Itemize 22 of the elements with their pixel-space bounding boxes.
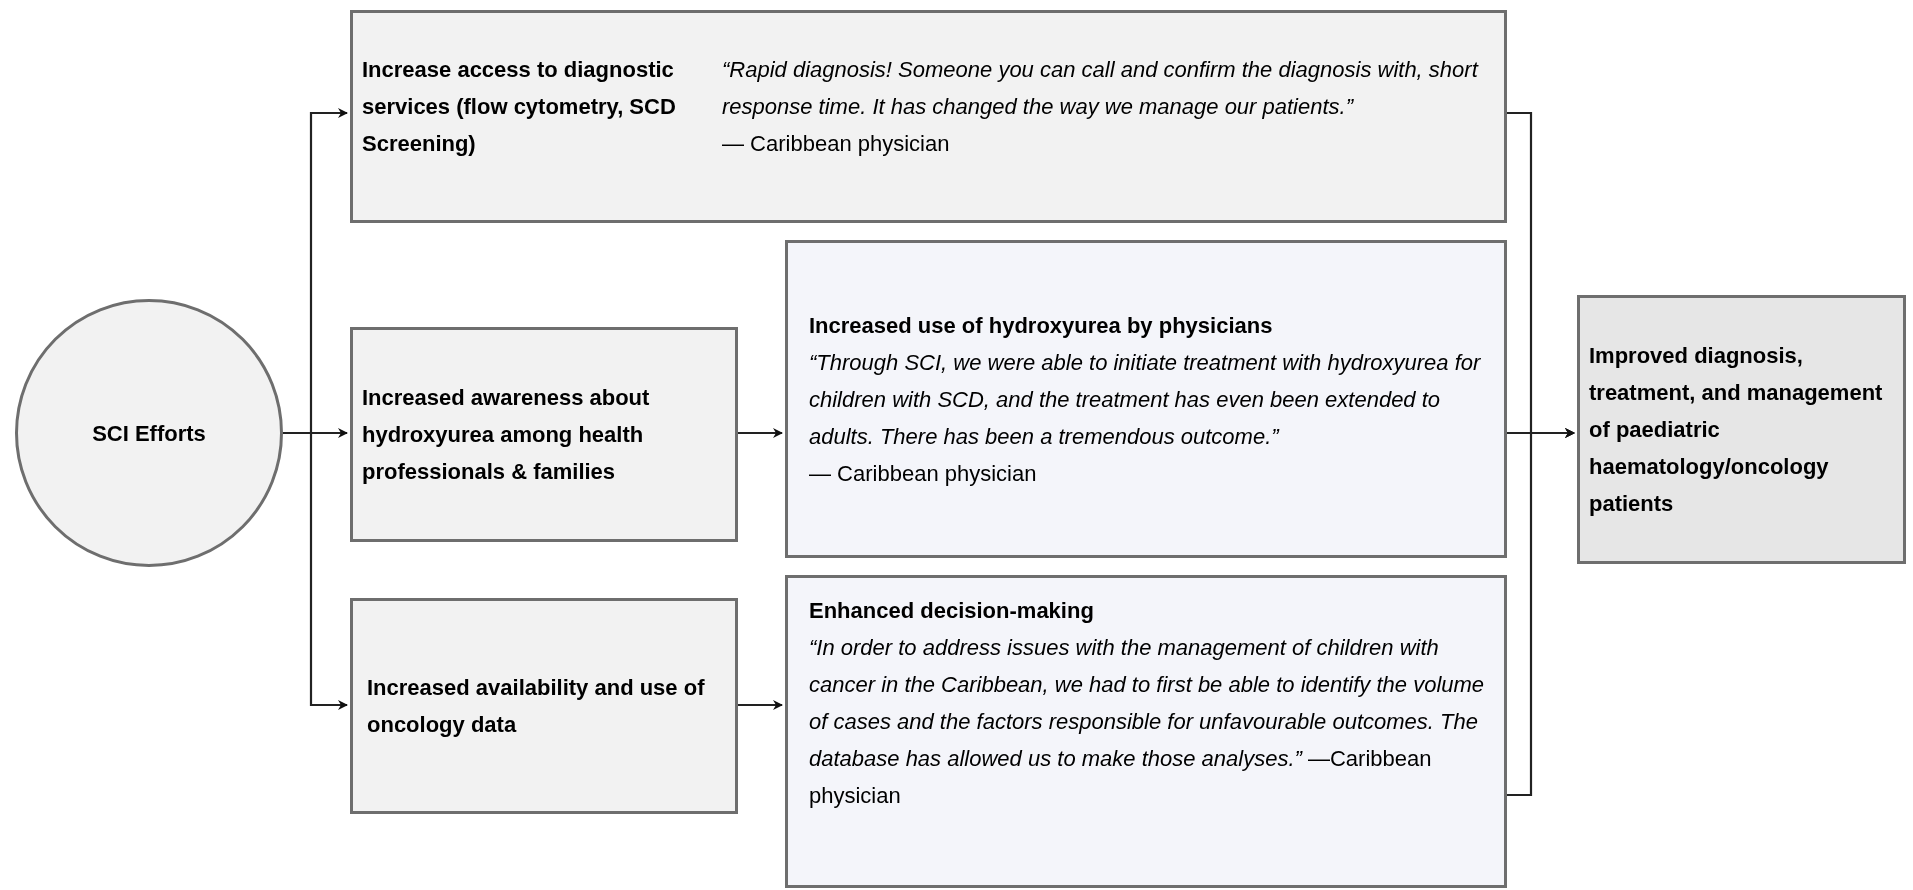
process-box [350, 10, 1507, 223]
box-text: Improved diagnosis, treatment, and management of paediatric haematology/oncology patients [1589, 342, 1884, 518]
node-label: SCI Efforts [92, 419, 206, 448]
box-text: Increased availability and use of oncology data [367, 674, 706, 739]
box-heading: Increased use of hydroxyurea by physicians [809, 311, 1274, 340]
attribution-text: — Caribbean physician [722, 130, 951, 158]
result-box [1577, 295, 1906, 564]
arrow [738, 428, 783, 438]
outcome-box [785, 575, 1507, 888]
arrow [283, 431, 348, 710]
box-text: Increased awareness about hydroxyurea among health professionals & families [362, 384, 651, 486]
process-box [350, 327, 738, 542]
box-heading: Increase access to diagnostic services (flow cytometry, SCD Screening) [362, 56, 677, 158]
quote-text: “In order to address issues with the management of children with cancer in the Caribbean, we had to first be able to identify the volume of cases and the factors responsible for unfavourable outcomes. The database has allowed us to make those analyses.” —Caribbean physician [809, 634, 1486, 810]
process-box [350, 598, 738, 814]
outcome-box [785, 240, 1507, 558]
quote-text: “Rapid diagnosis! Someone you can call and confirm the diagnosis with, short response time. It has changed the way we manage our patients.” [722, 56, 1480, 121]
arrow [1507, 428, 1575, 797]
quote-text: “Through SCI, we were able to initiate treatment with hydroxyurea for children with SCD, and the treatment has even been extended to adults. There has been a tremendous outcome.” [809, 348, 1482, 451]
box-heading: Enhanced decision-making [809, 597, 1095, 625]
attribution-text: — Caribbean physician [809, 459, 1038, 488]
arrow [738, 700, 783, 710]
